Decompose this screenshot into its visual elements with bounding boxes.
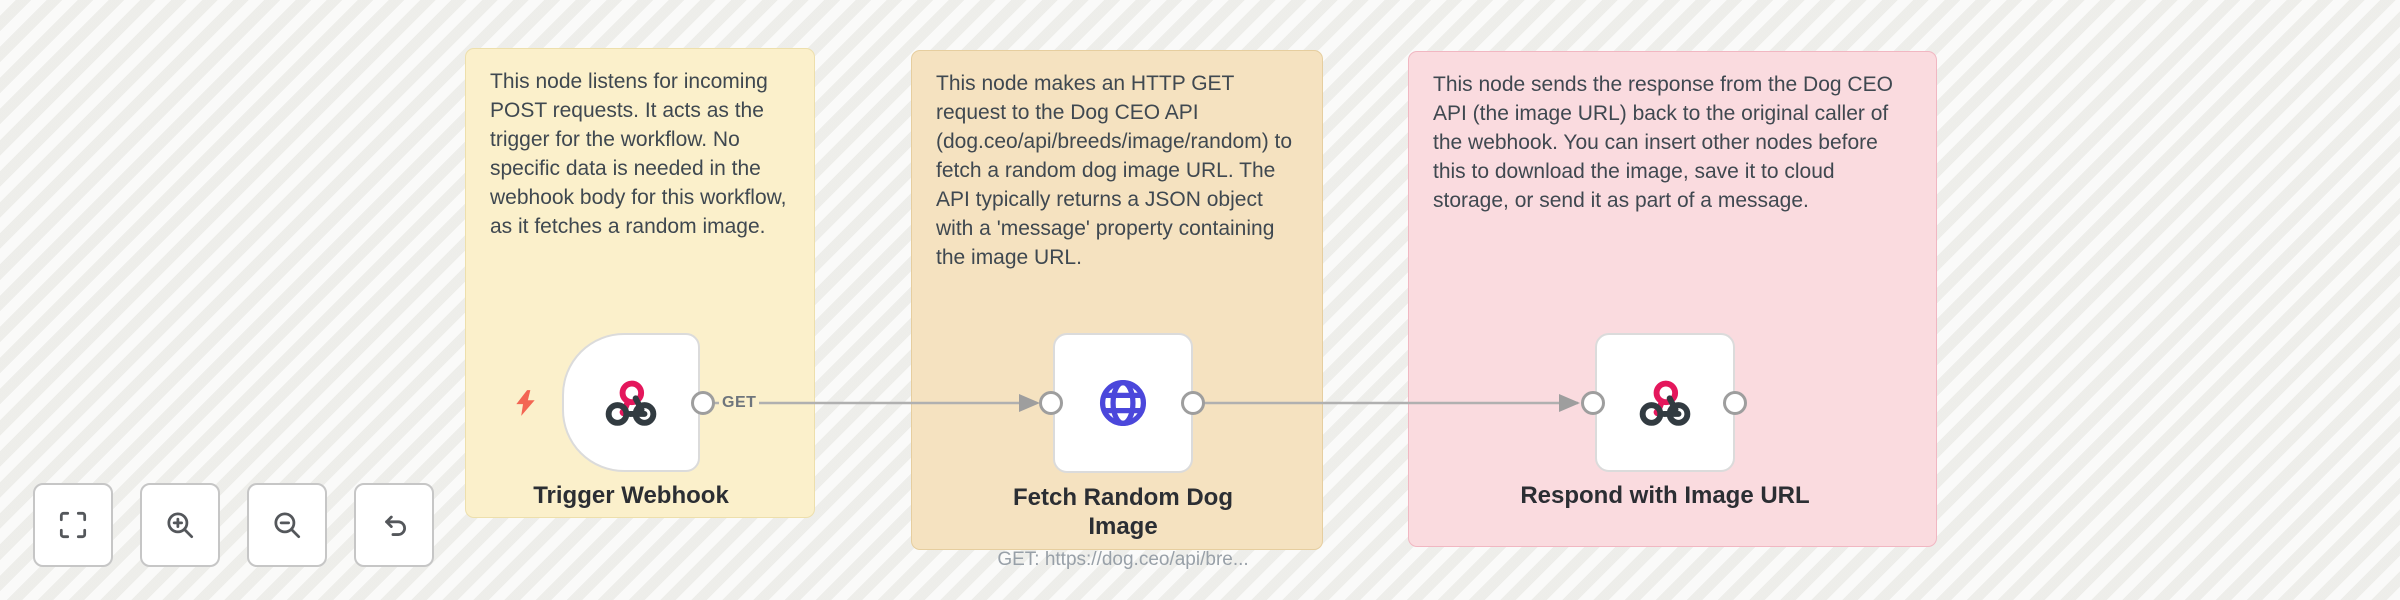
zoom-out-button[interactable]: [247, 483, 327, 567]
zoom-in-button[interactable]: [140, 483, 220, 567]
fit-view-icon: [56, 508, 90, 542]
fit-view-button[interactable]: [33, 483, 113, 567]
canvas-toolbar: [33, 483, 434, 567]
node-trigger-webhook[interactable]: [562, 333, 700, 472]
node-title-respond-with-image-url: Respond with Image URL: [1520, 482, 1810, 509]
output-port-respond-with-image-url[interactable]: [1723, 391, 1747, 415]
zoom-in-icon: [163, 508, 197, 542]
output-port-trigger-webhook[interactable]: [691, 391, 715, 415]
node-title-fetch-random-dog-image: Fetch Random Dog Image: [1013, 484, 1233, 540]
node-subtitle-request-url: GET: https://dog.ceo/api/bre...: [997, 549, 1249, 570]
output-port-fetch-random-dog-image[interactable]: [1181, 391, 1205, 415]
zoom-out-icon: [270, 508, 304, 542]
connection-method-label: GET: [719, 392, 760, 414]
node-title-trigger-webhook: Trigger Webhook: [533, 482, 729, 509]
sticky-note-text: This node makes an HTTP GET request to t…: [936, 72, 1293, 269]
sticky-note-trigger[interactable]: This node listens for incoming POST requ…: [465, 48, 815, 518]
input-port-respond-with-image-url[interactable]: [1581, 391, 1605, 415]
node-respond-with-image-url[interactable]: [1595, 333, 1735, 472]
webhook-icon: [604, 376, 658, 430]
globe-icon: [1095, 375, 1151, 431]
sticky-note-text: This node sends the response from the Do…: [1433, 73, 1893, 212]
sticky-note-http[interactable]: This node makes an HTTP GET request to t…: [911, 50, 1323, 550]
undo-icon: [377, 508, 411, 542]
input-port-fetch-random-dog-image[interactable]: [1039, 391, 1063, 415]
sticky-note-respond[interactable]: This node sends the response from the Do…: [1408, 51, 1937, 547]
undo-button[interactable]: [354, 483, 434, 567]
sticky-note-text: This node listens for incoming POST requ…: [490, 70, 787, 238]
node-fetch-random-dog-image[interactable]: [1053, 333, 1193, 473]
lightning-bolt-icon: [512, 389, 539, 422]
webhook-icon: [1638, 376, 1692, 430]
